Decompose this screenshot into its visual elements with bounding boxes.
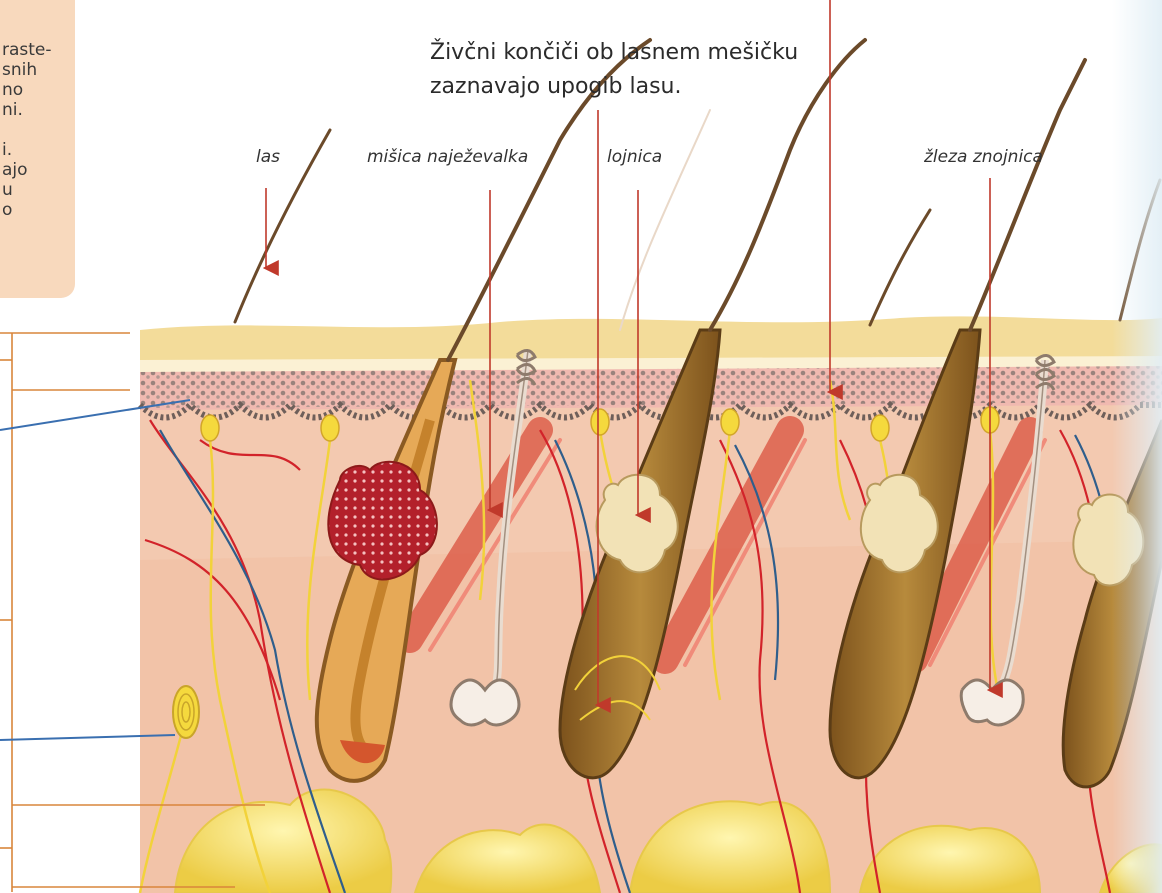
label-hair: las — [256, 147, 280, 167]
epidermis-layer — [140, 316, 1162, 417]
label-arrector-pili-muscle: mišica naježevalka — [367, 147, 528, 167]
label-sweat-gland: žleza znojnica — [924, 147, 1043, 167]
nerve-endings-caption-line1: Živčni končiči ob lasnem mešičku — [430, 38, 798, 68]
nerve-endings-caption-line2: zaznavajo upogib lasu. — [430, 72, 681, 102]
label-sebaceous-gland: lojnica — [607, 147, 662, 167]
hair-shafts — [235, 40, 1160, 360]
pacinian-corpuscle — [173, 686, 199, 738]
page-edge-shadow — [1112, 0, 1162, 893]
